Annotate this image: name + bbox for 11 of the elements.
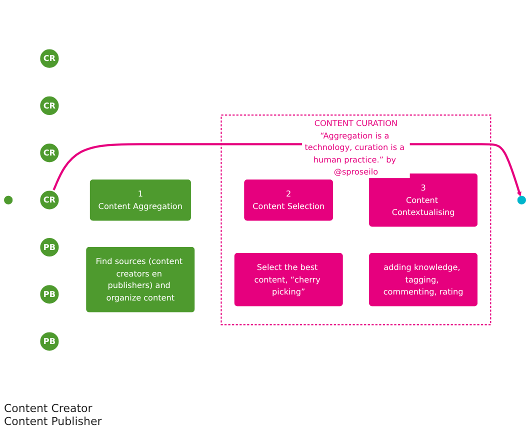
node-circle: CR	[38, 189, 60, 212]
node-circle: CR	[38, 48, 60, 70]
legend-text: Content Creator	[4, 402, 94, 415]
node-circle: PB	[38, 283, 60, 306]
node-circle: PB	[38, 236, 60, 258]
node-circle	[517, 196, 526, 204]
legend-text: Content Publisher	[4, 415, 102, 428]
node-circle	[4, 196, 13, 204]
node-circle: CR	[38, 142, 60, 164]
node-circle: CR	[38, 94, 60, 117]
node-circle: PB	[38, 330, 60, 352]
